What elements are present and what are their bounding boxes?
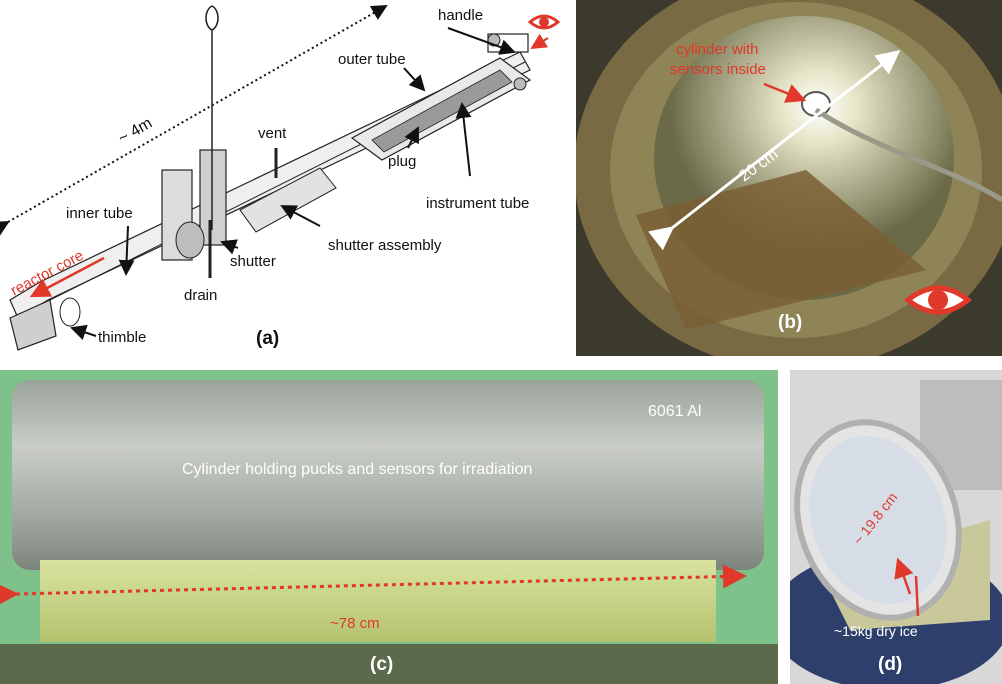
dry-ice-photo: ~ 19.8 cm ~15kg dry ice (d) [790,370,1002,684]
label-material: 6061 Al [648,403,701,420]
label-shutter: shutter [230,253,276,270]
label-inner-tube: inner tube [66,205,133,222]
label-plug: plug [388,153,416,170]
length-arrow [0,564,747,607]
eye-icon [903,285,973,315]
label-shutter-assembly: shutter assembly [328,237,442,254]
panel-b-photo: cylinder with sensors inside 20 cm (b) [576,0,1002,356]
tube-assembly [9,5,532,351]
label-handle: handle [438,7,483,24]
label-drain: drain [184,287,217,304]
panel-c-tag: (c) [370,654,393,675]
label-cylinder-line2: sensors inside [670,61,766,78]
panel-a-schematic: handle outer tube vent plug instrument t… [0,0,572,356]
cylinder-photo: 6061 Al Cylinder holding pucks and senso… [0,370,778,684]
panel-a-tag: (a) [256,328,279,349]
view-direction-arrow [530,33,549,50]
label-vent: vent [258,125,287,142]
instrument-tube-photo: cylinder with sensors inside 20 cm (b) [576,0,1002,356]
panel-d-tag: (d) [878,654,902,675]
label-length: ~ 4m [116,115,156,148]
diameter-arrow [894,557,914,595]
panel-b-tag: (b) [778,312,802,333]
panel-d-photo: ~ 19.8 cm ~15kg dry ice (d) [790,370,1002,684]
label-content: ~15kg dry ice [834,623,918,639]
label-caption: Cylinder holding pucks and sensors for i… [182,461,532,478]
label-instrument-tube: instrument tube [426,195,529,212]
panel-c-photo: 6061 Al Cylinder holding pucks and senso… [0,370,778,684]
label-length: ~78 cm [330,615,380,632]
label-outer-tube: outer tube [338,51,406,68]
diameter-arrow [648,50,901,251]
label-cylinder-line1: cylinder with [676,41,759,58]
eye-icon [527,14,561,30]
label-thimble: thimble [98,329,146,346]
schematic-drawing: handle outer tube vent plug instrument t… [0,5,561,351]
